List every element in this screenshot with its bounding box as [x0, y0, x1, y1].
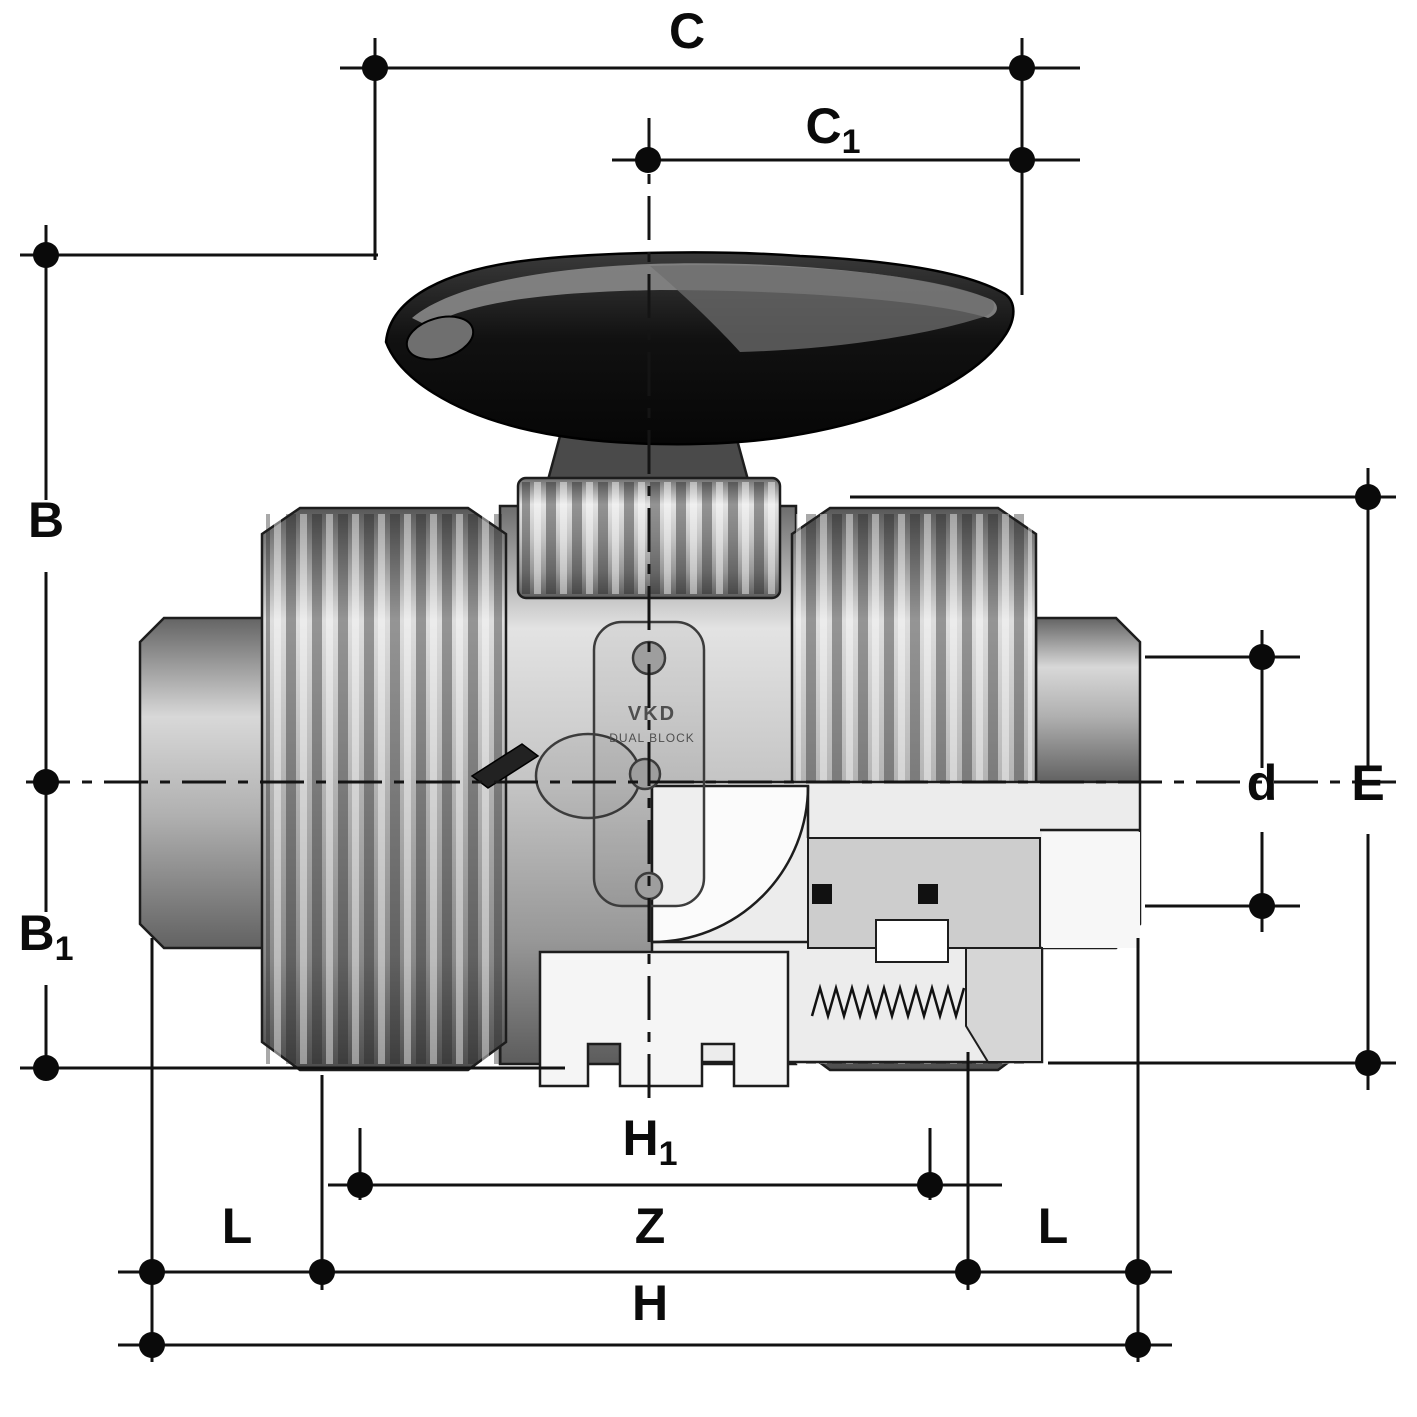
dim-label-H: H: [632, 1275, 668, 1331]
dimension-B-B1: B B1: [18, 225, 565, 1081]
dimension-H: H: [118, 1275, 1172, 1358]
dim-dot: [33, 769, 59, 795]
dimension-H1: H1: [328, 1110, 1002, 1200]
dim-dot: [635, 147, 661, 173]
dim-label-B1: B1: [18, 905, 73, 968]
dim-dot: [1249, 644, 1275, 670]
section-pipe-bore: [1042, 832, 1140, 948]
dim-label-L-right: L: [1038, 1198, 1069, 1254]
right-pipe-end: [1034, 616, 1142, 784]
hand-lever-grip-hole: [405, 315, 475, 361]
dim-label-d: d: [1247, 755, 1278, 811]
mounting-bracket: [538, 950, 790, 1088]
body-tag-hole-mid: [628, 757, 662, 791]
dim-label-Z: Z: [635, 1198, 666, 1254]
tag-series-text: DUAL BLOCK: [609, 731, 695, 745]
section-oring-left: [812, 884, 832, 904]
section-oring-right: [918, 884, 938, 904]
dimension-d: d: [1145, 630, 1300, 932]
dim-dot: [1125, 1332, 1151, 1358]
dim-dot: [917, 1172, 943, 1198]
dimensions: C C1 B B1: [18, 3, 1396, 1362]
dim-dot: [33, 242, 59, 268]
dim-dot: [1125, 1259, 1151, 1285]
dim-label-C: C: [669, 3, 705, 59]
hand-lever: [384, 251, 1015, 446]
dim-dot: [347, 1172, 373, 1198]
hand-lever-right-face: [650, 265, 994, 352]
dim-dot: [1355, 1050, 1381, 1076]
dimension-C: C: [340, 3, 1080, 295]
tag-brand-text: VKD: [628, 703, 676, 725]
dim-label-B: B: [28, 492, 64, 548]
section-thread: [810, 983, 966, 1021]
dim-label-H1: H1: [622, 1110, 677, 1173]
lock-lever: [470, 743, 540, 789]
dim-dot: [1249, 893, 1275, 919]
dim-dot: [309, 1259, 335, 1285]
dim-dot: [139, 1259, 165, 1285]
dim-dot: [33, 1055, 59, 1081]
dimension-E: E: [850, 468, 1396, 1090]
dim-dot: [362, 55, 388, 81]
section-seal-housing: [875, 919, 949, 963]
dim-dot: [1355, 484, 1381, 510]
centerlines: [26, 118, 1396, 1104]
dimension-C1: C1: [612, 98, 1080, 173]
dim-label-L-left: L: [222, 1198, 253, 1254]
dim-label-E: E: [1351, 755, 1384, 811]
left-union-nut-ribs: [266, 514, 502, 1064]
dim-dot: [139, 1332, 165, 1358]
valve-figure: VKD DUAL BLOCK: [138, 251, 1142, 1088]
dimension-Z-L: L Z L: [118, 938, 1172, 1362]
dim-dot: [1009, 55, 1035, 81]
dim-dot: [955, 1259, 981, 1285]
dim-dot: [1009, 147, 1035, 173]
dim-label-C1: C1: [805, 98, 860, 161]
section-nut-end: [965, 947, 1043, 1063]
